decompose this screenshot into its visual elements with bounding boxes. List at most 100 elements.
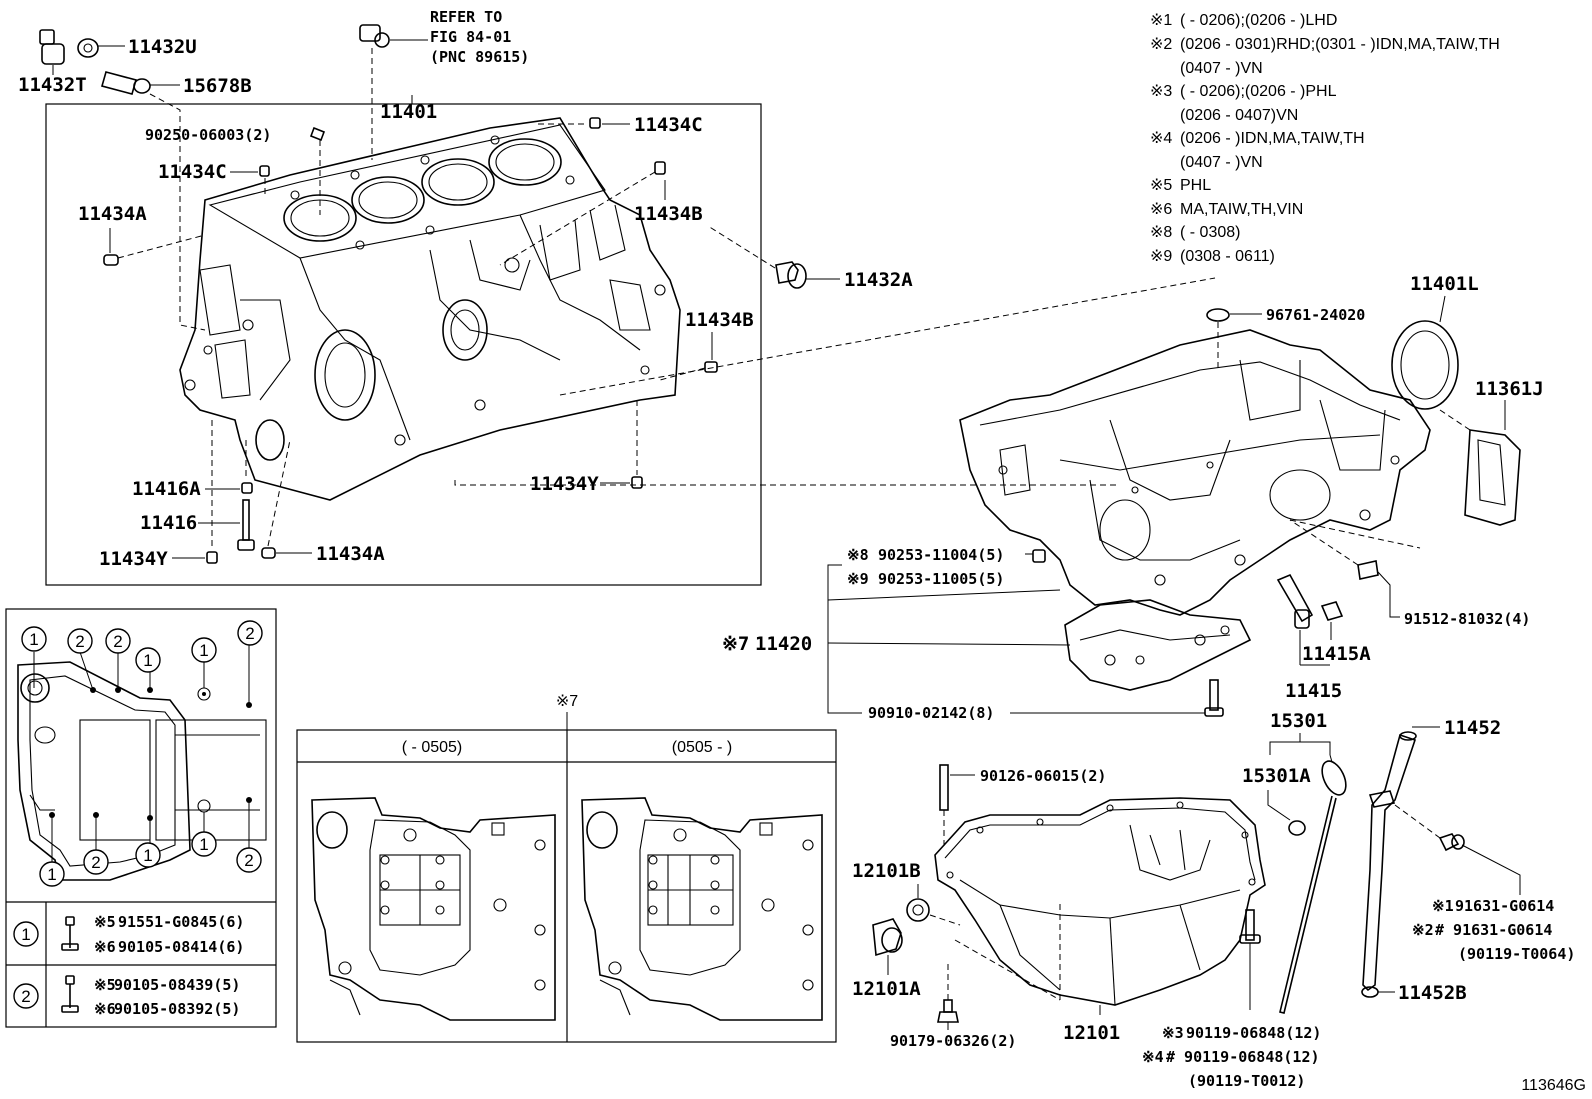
applicability-notes: ※1 ( - 0206);(0206 - )LHD ※2 (0206 - 030… [1150,12,1500,265]
legend-1-text-b: 90105-08414(6) [118,938,244,956]
label-90119b-mark: ※4 [1142,1048,1164,1066]
label-91631a: 91631-G0614 [1455,897,1554,915]
drain-plug-group: 11432U 11432T 15678B [18,29,252,331]
label-90126: 90126-06015(2) [980,767,1106,785]
label-90119a-mark: ※3 [1162,1024,1184,1042]
label-11420-mark: ※7 [722,633,749,655]
bolt-map-drawing [17,645,267,881]
note-2: ※2 [1150,36,1172,53]
diagram-id: 113646G [1521,1077,1586,1094]
label-15678B: 15678B [183,75,252,97]
circle-label: 1 [199,835,208,854]
legend-2-text-a: 90105-08439(5) [114,976,240,994]
inset-right-drawing [581,797,823,1021]
label-90253a-mark: ※8 [847,546,869,564]
label-91512: 91512-81032(4) [1404,610,1530,628]
dash-block-to-case [454,480,1120,486]
circle-label: 2 [245,624,254,643]
note-3b-text: (0206 - 0407)VN [1180,107,1298,124]
label-11361J: 11361J [1475,378,1544,400]
oil-pan-drawing [934,797,1266,1006]
label-90253b: 90253-11005(5) [878,570,1004,588]
label-15301: 15301 [1270,710,1327,732]
cylinder-block-frame [45,103,762,586]
label-11434B-a: 11434B [634,203,703,225]
label-11432A: 11432A [844,269,913,291]
legend-1-text-a: 91551-G0845(6) [118,913,244,931]
label-91631b-mark: ※2 [1412,921,1434,939]
sensor-refer: REFER TO FIG 84-01 (PNC 89615) [359,8,529,160]
label-11434A-a: 11434A [78,203,147,225]
legend-circle-1: 1 [21,925,30,944]
label-11452: 11452 [1444,717,1501,739]
note-5-text: PHL [1180,177,1211,194]
note-6-text: MA,TAIW,TH,VIN [1180,201,1303,218]
bolt-map-circles: 1 2 2 1 1 2 1 2 1 1 2 [21,620,263,887]
note-6: ※6 [1150,201,1172,218]
label-90119b: # 90119-06848(12) [1166,1048,1320,1066]
label-11401: 11401 [380,101,437,123]
circle-label: 2 [75,632,84,651]
inset-mark: ※7 [556,693,578,710]
label-11432U: 11432U [128,36,197,58]
crankcase-parts: 96761-24020 11401L 11361J ※8 90253-11004… [722,273,1544,722]
refer-line1: REFER TO [430,8,502,26]
label-11420: 11420 [755,633,812,655]
circle-label: 2 [113,632,122,651]
note-9: ※9 [1150,248,1172,265]
label-11434Y-b: 11434Y [530,473,599,495]
dipstick-group: 15301 15301A 11452 11452B ※1 91631-G0614… [1242,710,1575,1014]
block-small-parts: 90250-06003(2) 11434C 11434C 11434A 1143… [78,114,913,570]
note-1-text: ( - 0206);(0206 - )LHD [1180,12,1337,29]
label-91631b: # 91631-G0614 [1435,921,1552,939]
note-4-text: (0206 - )IDN,MA,TAIW,TH [1180,130,1365,147]
legend-circle-2: 2 [21,987,30,1006]
label-11434A-b: 11434A [316,543,385,565]
bolt-legend: 1 ※5 91551-G0845(6) ※6 90105-08414(6) 2 … [13,913,244,1018]
legend-2-text-b: 90105-08392(5) [114,1000,240,1018]
label-90119a: 90119-06848(12) [1186,1024,1321,1042]
note-1: ※1 [1150,12,1172,29]
circle-label: 1 [29,630,38,649]
label-11434C-a: 11434C [158,161,227,183]
note-3: ※3 [1150,83,1172,100]
label-15301A: 15301A [1242,765,1311,787]
label-11401L: 11401L [1410,273,1479,295]
crankcase-drawing [959,329,1431,691]
bolt-map-frame [5,608,277,1028]
oil-pan-parts: 90126-06015(2) 12101B 12101A 90179-06326… [852,764,1321,1090]
inset-col-right: (0505 - ) [672,739,732,756]
cylinder-block-drawing [179,117,681,501]
circle-label: 1 [199,641,208,660]
label-90910: 90910-02142(8) [868,704,994,722]
note-9-text: (0308 - 0611) [1180,248,1275,265]
circle-label: 1 [47,865,56,884]
label-90119T64: (90119-T0064) [1458,945,1575,963]
label-96761: 96761-24020 [1266,306,1365,324]
legend-1-mark-a: ※5 [94,913,116,931]
circle-label: 1 [143,651,152,670]
circle-label: 2 [91,853,100,872]
label-11416: 11416 [140,512,197,534]
note-4b-text: (0407 - )VN [1180,154,1263,171]
note-8: ※8 [1150,224,1172,241]
label-11434B-b: 11434B [685,309,754,331]
legend-2-mark-b: ※6 [94,1000,116,1018]
label-90119T12: (90119-T0012) [1188,1072,1305,1090]
legend-1-mark-b: ※6 [94,938,116,956]
label-11434C-b: 11434C [634,114,703,136]
inset-col-left: ( - 0505) [402,739,462,756]
note-4: ※4 [1150,130,1172,147]
dash-block-to-case-2 [559,277,1216,396]
note-5: ※5 [1150,177,1172,194]
refer-line2: FIG 84-01 [430,28,511,46]
circle-label: 2 [244,851,253,870]
label-11416A: 11416A [132,478,201,500]
label-12101A: 12101A [852,978,921,1000]
label-12101B: 12101B [852,860,921,882]
label-91631a-mark: ※1 [1432,897,1454,915]
refer-line3: (PNC 89615) [430,48,529,66]
label-11415A: 11415A [1302,643,1371,665]
label-90250: 90250-06003(2) [145,126,271,144]
